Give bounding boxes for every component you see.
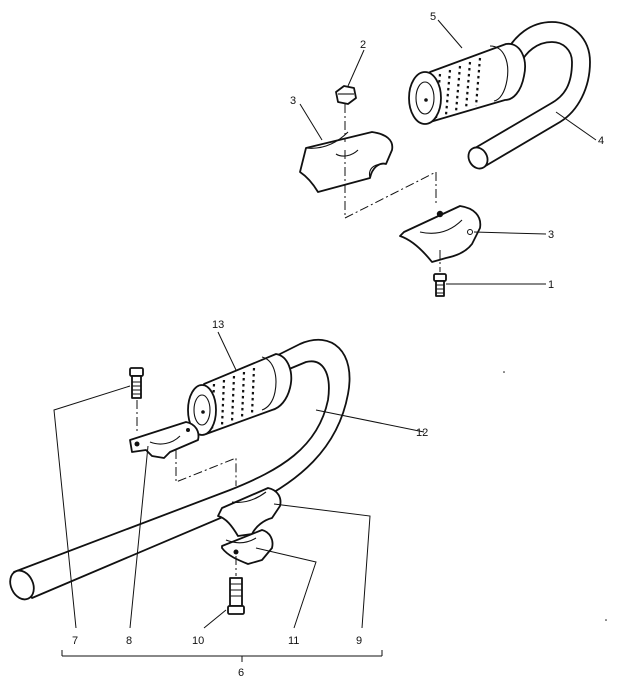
callout-4: 4 (598, 135, 604, 147)
group-bracket (61, 650, 383, 657)
bolt-upper (433, 250, 447, 297)
callout-10: 10 (192, 635, 204, 647)
leader-8 (129, 445, 149, 629)
leader-2 (347, 49, 365, 87)
speck-1 (503, 371, 505, 373)
leader-13 (217, 331, 237, 371)
callout-5: 5 (430, 11, 436, 23)
clamp-lower-half (221, 529, 274, 565)
nut (335, 85, 357, 105)
leader-7 (53, 385, 131, 629)
callout-1: 1 (548, 279, 554, 291)
callout-11: 11 (288, 635, 299, 647)
handlebar-tube-lower (9, 338, 351, 601)
leader-4 (555, 111, 597, 141)
upper-clamp (299, 131, 394, 193)
callout-3-upper: 3 (290, 95, 296, 107)
grip-lower (187, 353, 293, 436)
grip-upper (408, 43, 526, 125)
bolt-lower-7 (129, 367, 144, 432)
callout-9: 9 (356, 635, 362, 647)
leader-11 (255, 547, 317, 629)
callout-8: 8 (126, 635, 132, 647)
callout-2: 2 (360, 39, 366, 51)
speck-2 (605, 619, 607, 621)
leader-10 (203, 609, 227, 629)
callout-6: 6 (238, 667, 244, 679)
callout-7: 7 (72, 635, 78, 647)
leader-3b (473, 231, 547, 235)
callout-3-lower: 3 (548, 229, 554, 241)
leader-9 (273, 503, 371, 629)
leader-12 (315, 409, 425, 433)
axis-clamp-alignment (344, 150, 437, 219)
axis-lower-alignment (175, 450, 237, 486)
lower-clamp (399, 205, 482, 263)
bolt-lower-10 (227, 556, 245, 615)
callout-13: 13 (212, 319, 224, 331)
clamp-cap (129, 421, 200, 459)
leader-5 (437, 19, 463, 49)
leader-3a (299, 103, 323, 141)
clamp-upper-half (217, 487, 282, 537)
callout-12: 12 (416, 427, 428, 439)
